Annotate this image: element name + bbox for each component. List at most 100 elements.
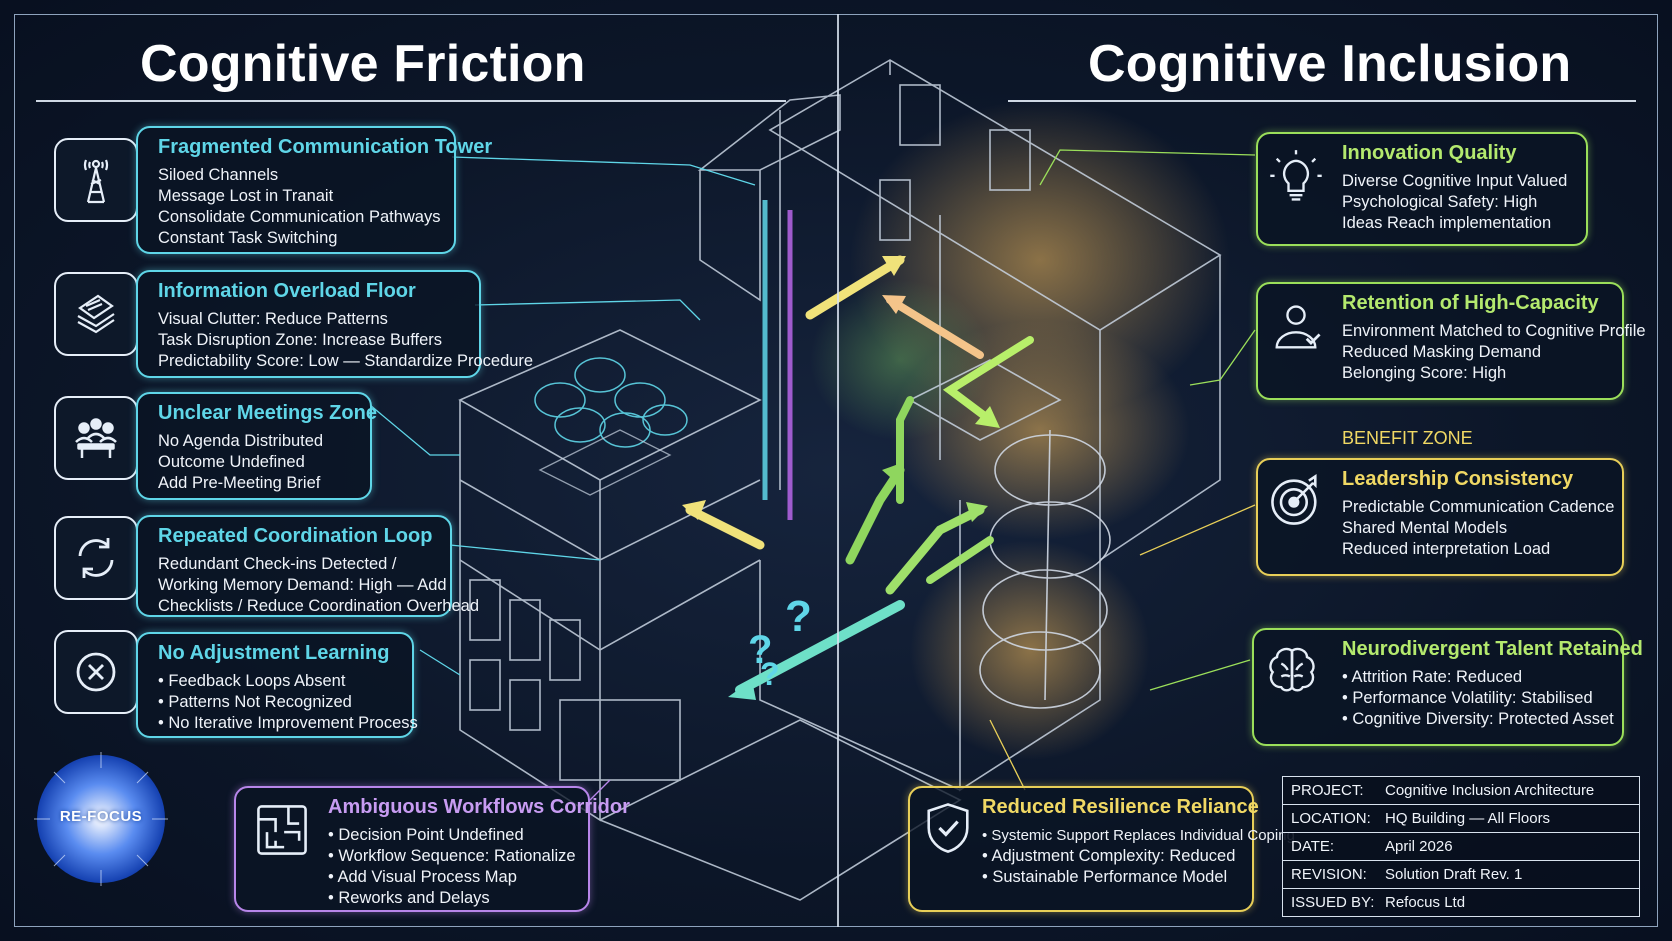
panel-line: • Feedback Loops Absent bbox=[158, 672, 346, 690]
panel-title: Ambiguous Workflows Corridor bbox=[328, 796, 630, 818]
panel-line: Environment Matched to Cognitive Profile bbox=[1342, 322, 1646, 340]
tower-body bbox=[699, 170, 761, 302]
friction-header-underline bbox=[36, 100, 786, 102]
title-block-key: PROJECT: bbox=[1291, 782, 1364, 799]
title-block-key: DATE: bbox=[1291, 838, 1335, 855]
panel-line: • Patterns Not Recognized bbox=[158, 693, 352, 711]
panel-neurodivergent-talent: Neurodivergent Talent Retained • Attriti… bbox=[1252, 628, 1643, 746]
panel-line: Ideas Reach implementation bbox=[1342, 214, 1552, 232]
panel-title: No Adjustment Learning bbox=[158, 642, 390, 664]
title-block-value: Solution Draft Rev. 1 bbox=[1385, 866, 1523, 883]
tower-top bbox=[697, 94, 841, 171]
target-icon bbox=[1271, 474, 1317, 525]
balcony bbox=[908, 359, 1062, 441]
question-mark-2: ? bbox=[748, 628, 773, 672]
panel-line: Predictable Communication Cadence bbox=[1342, 498, 1615, 516]
panel-line: Constant Task Switching bbox=[158, 229, 338, 247]
panel-line: Checklists / Reduce Coordination Overhea… bbox=[158, 597, 480, 615]
panel-leadership-consistency: Leadership Consistency Predictable Commu… bbox=[1256, 458, 1624, 576]
meeting-icon-box bbox=[54, 396, 138, 480]
loop-icon-box bbox=[54, 516, 138, 600]
green-arrow-branch bbox=[845, 465, 905, 565]
green-arrow-curve bbox=[885, 505, 985, 595]
panel-line: • Sustainable Performance Model bbox=[982, 868, 1228, 886]
lower-block bbox=[599, 719, 962, 901]
panel-innovation-quality: Innovation Quality Diverse Cognitive Inp… bbox=[1256, 132, 1588, 246]
panel-line: Message Lost in Tranait bbox=[158, 187, 334, 205]
title-block-key: ISSUED BY: bbox=[1291, 894, 1375, 911]
meeting-icon bbox=[75, 418, 117, 458]
panel-line: Reduced interpretation Load bbox=[1342, 540, 1551, 558]
panel-line: • Workflow Sequence: Rationalize bbox=[328, 847, 576, 865]
panel-line: Siloed Channels bbox=[158, 166, 279, 184]
panel-title: Reduced Resilience Reliance bbox=[982, 796, 1259, 818]
maze-icon bbox=[257, 805, 307, 855]
panel-line: • Cognitive Diversity: Protected Asset bbox=[1342, 710, 1614, 728]
panel-line: • Attrition Rate: Reduced bbox=[1342, 668, 1523, 686]
title-block-value: Refocus Ltd bbox=[1385, 894, 1466, 911]
panel-line: • Add Visual Process Map bbox=[328, 868, 517, 886]
panel-fragmented-communication: Fragmented Communication Tower Siloed Ch… bbox=[136, 126, 493, 254]
panel-line: No Agenda Distributed bbox=[158, 432, 324, 450]
panel-information-overload: Information Overload Floor Visual Clutte… bbox=[136, 270, 534, 378]
panel-title: Retention of High-Capacity bbox=[1342, 292, 1599, 314]
inclusion-header: Cognitive Inclusion bbox=[1088, 35, 1572, 93]
person-check-icon bbox=[1275, 305, 1321, 349]
panel-line: Add Pre-Meeting Brief bbox=[158, 474, 321, 492]
question-mark-3: ? bbox=[760, 656, 780, 692]
green-arrow-vertical bbox=[896, 396, 914, 504]
panel-line: • Systemic Support Replaces Individual C… bbox=[982, 827, 1295, 844]
panel-line: • Decision Point Undefined bbox=[328, 826, 524, 844]
panel-line: Reduced Masking Demand bbox=[1342, 343, 1542, 361]
peach-arrow bbox=[886, 296, 984, 359]
panel-line: Shared Mental Models bbox=[1342, 519, 1508, 537]
panel-line: Psychological Safety: High bbox=[1342, 193, 1538, 211]
title-block-key: REVISION: bbox=[1291, 866, 1367, 883]
loop-icon bbox=[78, 538, 114, 578]
center-divider bbox=[837, 14, 839, 927]
panel-line: • Adjustment Complexity: Reduced bbox=[982, 847, 1236, 865]
panel-line: Predictability Score: Low — Standardize … bbox=[158, 352, 534, 370]
panel-title: Unclear Meetings Zone bbox=[158, 402, 377, 424]
title-block-value: April 2026 bbox=[1385, 838, 1453, 855]
papers-icon bbox=[77, 294, 115, 334]
tower-icon bbox=[83, 159, 109, 204]
title-block-value: Cognitive Inclusion Architecture bbox=[1385, 782, 1595, 799]
teal-arrow-main bbox=[735, 600, 905, 695]
green-glow bbox=[810, 280, 990, 440]
benefit-zone-label: BENEFIT ZONE bbox=[1342, 428, 1473, 448]
papers-icon-box bbox=[54, 272, 138, 356]
shield-check-icon bbox=[927, 803, 969, 853]
title-block-row: PROJECT: Cognitive Inclusion Architectur… bbox=[1283, 777, 1639, 805]
panel-title: Innovation Quality bbox=[1342, 142, 1517, 164]
panel-no-adjustment-learning: No Adjustment Learning • Feedback Loops … bbox=[136, 632, 418, 738]
title-block: PROJECT: Cognitive Inclusion Architectur… bbox=[1282, 776, 1640, 917]
panel-line: Diverse Cognitive Input Valued bbox=[1342, 172, 1568, 190]
panel-retention-high-capacity: Retention of High-Capacity Environment M… bbox=[1256, 282, 1646, 400]
x-circle-icon-box bbox=[54, 630, 138, 714]
panel-line: • No Iterative Improvement Process bbox=[158, 714, 418, 732]
yellow-arrow-left bbox=[685, 505, 765, 550]
friction-header: Cognitive Friction bbox=[140, 35, 586, 93]
panel-unclear-meetings: Unclear Meetings Zone No Agenda Distribu… bbox=[136, 392, 377, 500]
title-block-row: ISSUED BY: Refocus Ltd bbox=[1283, 889, 1639, 916]
refocus-logo bbox=[34, 752, 168, 886]
panel-line: Working Memory Demand: High — Add bbox=[158, 576, 447, 594]
title-block-value: HQ Building — All Floors bbox=[1385, 810, 1551, 827]
warm-glow-bottom bbox=[910, 540, 1150, 760]
panel-line: Visual Clutter: Reduce Patterns bbox=[158, 310, 388, 328]
title-block-row: REVISION: Solution Draft Rev. 1 bbox=[1283, 861, 1639, 889]
panel-reduced-resilience: Reduced Resilience Reliance • Systemic S… bbox=[908, 786, 1295, 912]
outer-frame bbox=[14, 14, 1658, 927]
panel-line: Consolidate Communication Pathways bbox=[158, 208, 441, 226]
question-mark-1: ? bbox=[785, 592, 812, 641]
panel-line: • Performance Volatility: Stabilised bbox=[1342, 689, 1593, 707]
title-block-key: LOCATION: bbox=[1291, 810, 1371, 827]
left-wing-roof bbox=[458, 329, 762, 481]
yellow-arrow-upper bbox=[805, 255, 905, 320]
panel-line: Task Disruption Zone: Increase Buffers bbox=[158, 331, 442, 349]
brain-icon bbox=[1269, 647, 1315, 692]
panel-title: Fragmented Communication Tower bbox=[158, 136, 493, 158]
inclusion-header-underline bbox=[1008, 100, 1636, 102]
panel-title: Repeated Coordination Loop bbox=[158, 525, 433, 547]
